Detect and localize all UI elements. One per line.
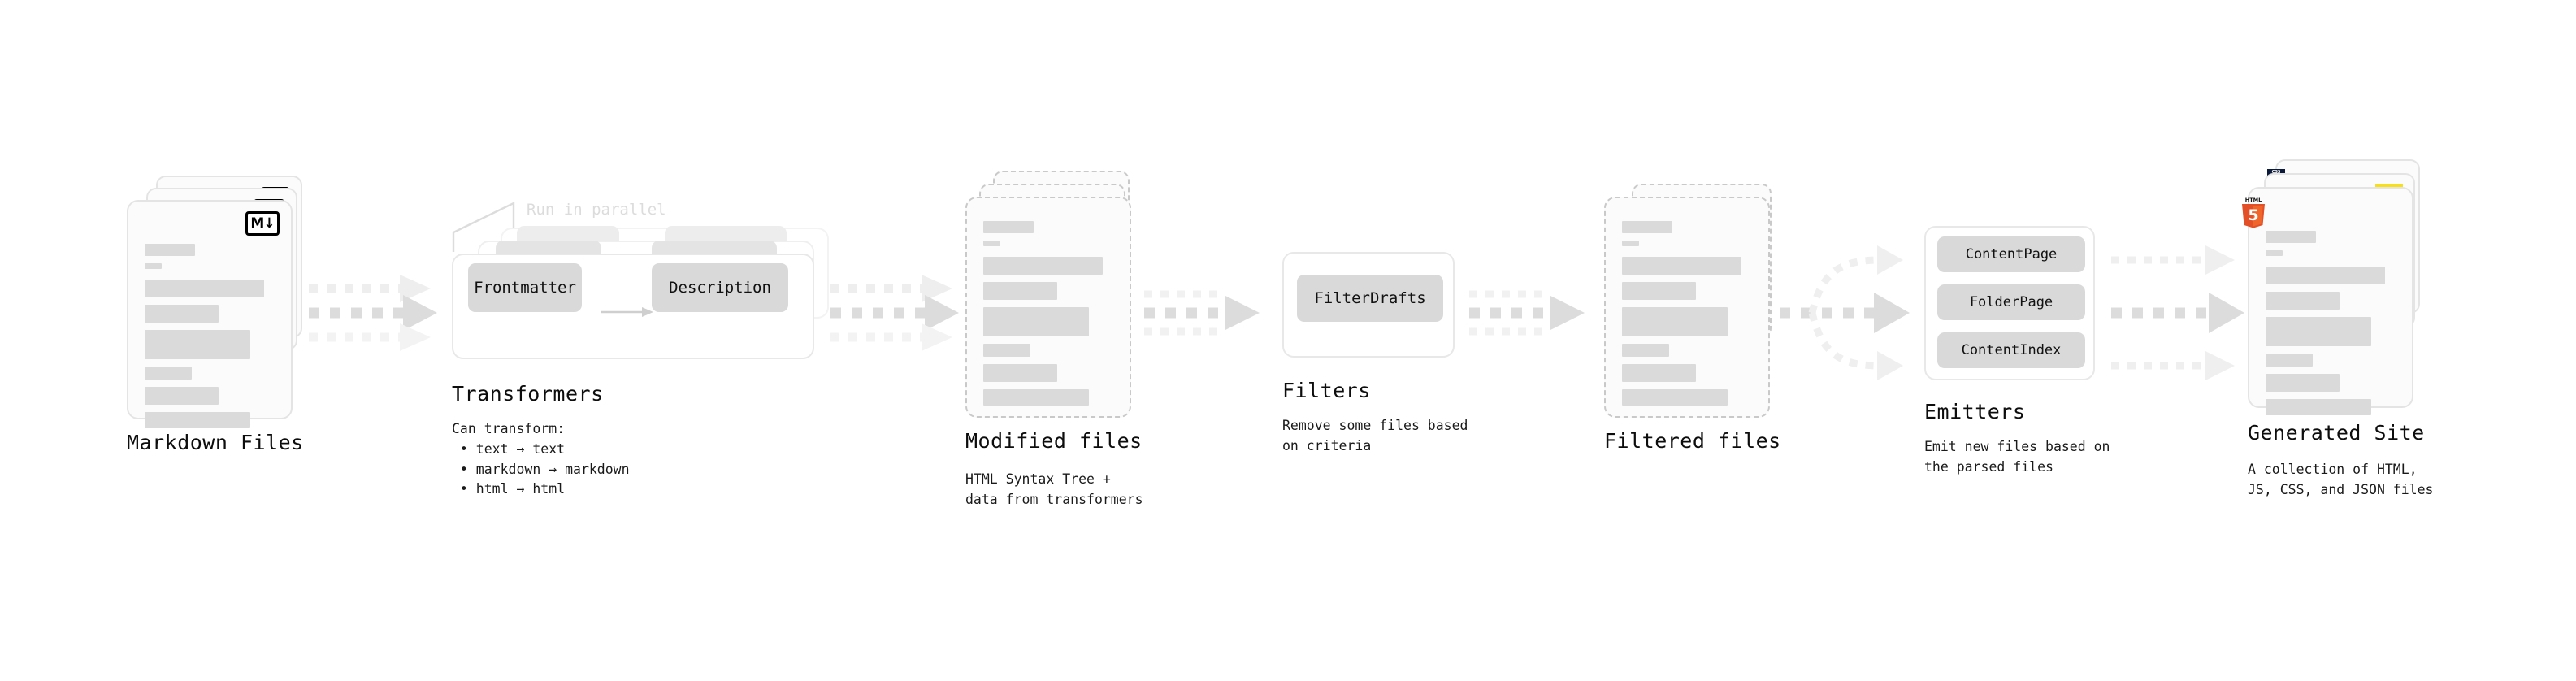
file-skeleton-content bbox=[2266, 231, 2397, 423]
skeleton-bar bbox=[983, 282, 1057, 300]
html5-icon: HTML 5 bbox=[2240, 196, 2267, 228]
stage-subtitle-modified-files: HTML Syntax Tree + data from transformer… bbox=[965, 471, 1143, 507]
generated-file-card-front: HTML 5 bbox=[2242, 187, 2413, 415]
skeleton-bar bbox=[2266, 292, 2340, 310]
connector-md-to-transformers bbox=[309, 275, 437, 351]
skeleton-bar bbox=[2266, 267, 2386, 284]
svg-text:5: 5 bbox=[2248, 206, 2258, 224]
skeleton-bar bbox=[983, 241, 1001, 246]
connector-filtered-to-emitters bbox=[1780, 245, 1910, 380]
emitter-pill-contentindex[interactable]: ContentIndex bbox=[1937, 332, 2085, 368]
transformer-card-front[interactable]: Frontmatter Description bbox=[452, 254, 814, 359]
svg-text:HTML: HTML bbox=[2245, 197, 2262, 203]
skeleton-bar bbox=[983, 344, 1031, 357]
skeleton-bar bbox=[145, 244, 195, 256]
stage-title-modified-files: Modified files bbox=[965, 429, 1143, 453]
markdown-file-card-front: M↓ bbox=[127, 200, 293, 428]
stage-subtitle-generated-site: A collection of HTML, JS, CSS, and JSON … bbox=[2248, 462, 2434, 497]
skeleton-bar bbox=[2266, 317, 2371, 346]
stage-title-markdown-files: Markdown Files bbox=[127, 431, 304, 454]
connector-emitters-to-site bbox=[2111, 245, 2244, 380]
skeleton-bar bbox=[145, 263, 163, 269]
skeleton-bar bbox=[145, 330, 250, 359]
connector-modified-to-filters bbox=[1144, 290, 1260, 336]
skeleton-bar bbox=[2266, 354, 2314, 367]
file-skeleton-content bbox=[983, 221, 1115, 413]
modified-file-card-front bbox=[965, 197, 1131, 418]
skeleton-bar bbox=[145, 367, 193, 380]
transformer-inner-arrow-main bbox=[601, 307, 653, 317]
skeleton-bar bbox=[1622, 344, 1670, 357]
run-in-parallel-bracket bbox=[452, 202, 515, 252]
skeleton-bar bbox=[983, 307, 1089, 336]
filtered-file-card-front bbox=[1604, 197, 1770, 418]
skeleton-bar bbox=[145, 412, 250, 428]
skeleton-bar bbox=[145, 387, 219, 405]
stage-title-transformers: Transformers bbox=[452, 382, 604, 406]
transformer-pill-frontmatter[interactable]: Frontmatter bbox=[468, 263, 582, 312]
stage-subtitle-emitters: Emit new files based on the parsed files bbox=[1924, 439, 2110, 475]
skeleton-bar bbox=[145, 280, 265, 297]
skeleton-bar bbox=[1622, 364, 1696, 382]
skeleton-bar bbox=[983, 364, 1057, 382]
connector-filters-to-filtered bbox=[1469, 290, 1585, 336]
skeleton-bar bbox=[983, 257, 1104, 275]
stage-title-filtered-files: Filtered files bbox=[1604, 429, 1781, 453]
skeleton-bar bbox=[1622, 241, 1640, 246]
emitter-pill-folderpage[interactable]: FolderPage bbox=[1937, 284, 2085, 320]
skeleton-bar bbox=[2266, 399, 2371, 415]
skeleton-bar bbox=[1622, 282, 1696, 300]
skeleton-bar bbox=[2266, 374, 2340, 392]
skeleton-bar bbox=[1622, 307, 1728, 336]
transformer-pill-description[interactable]: Description bbox=[652, 263, 788, 312]
css-icon-box: CSS bbox=[2267, 169, 2285, 176]
stage-title-emitters: Emitters bbox=[1924, 400, 2026, 423]
skeleton-bar bbox=[983, 221, 1034, 233]
stage-subtitle-filters: Remove some files based on criteria bbox=[1282, 418, 1468, 453]
stage-subtitle-transformers: Can transform: • text → text • markdown … bbox=[452, 421, 630, 497]
run-in-parallel-label: Run in parallel bbox=[527, 201, 666, 219]
skeleton-bar bbox=[2266, 250, 2283, 256]
filter-pill-filterdrafts[interactable]: FilterDrafts bbox=[1297, 275, 1443, 322]
connector-transformers-to-modified bbox=[830, 275, 959, 351]
skeleton-bar bbox=[1622, 257, 1742, 275]
stage-title-generated-site: Generated Site bbox=[2248, 421, 2425, 445]
file-skeleton-content bbox=[145, 244, 276, 436]
markdown-icon: M↓ bbox=[245, 211, 280, 236]
filters-card[interactable]: FilterDrafts bbox=[1282, 252, 1455, 358]
stage-title-filters: Filters bbox=[1282, 379, 1371, 402]
skeleton-bar bbox=[1622, 389, 1728, 406]
file-skeleton-content bbox=[1622, 221, 1754, 413]
skeleton-bar bbox=[983, 389, 1089, 406]
skeleton-bar bbox=[1622, 221, 1672, 233]
skeleton-bar bbox=[145, 305, 219, 323]
emitters-card[interactable]: ContentPage FolderPage ContentIndex bbox=[1924, 226, 2095, 380]
skeleton-bar bbox=[2266, 231, 2316, 243]
emitter-pill-contentpage[interactable]: ContentPage bbox=[1937, 236, 2085, 272]
